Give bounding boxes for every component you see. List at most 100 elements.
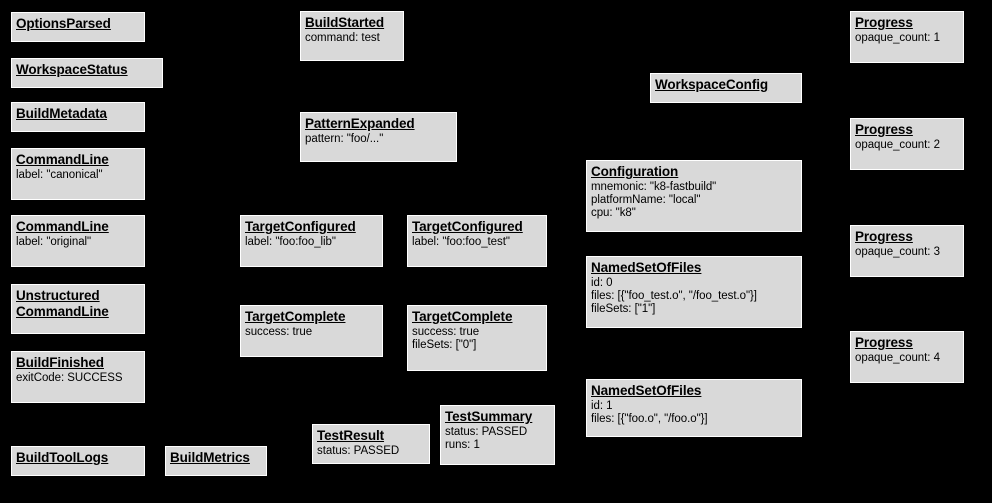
event-node-title: CommandLine bbox=[16, 152, 140, 168]
event-node-title: TestSummary bbox=[445, 409, 550, 425]
event-node-title-line: BuildToolLogs bbox=[16, 450, 109, 465]
event-node-title: TargetComplete bbox=[412, 309, 542, 325]
event-node-title: TestResult bbox=[317, 428, 425, 444]
event-node-field: status: PASSED bbox=[445, 425, 528, 438]
event-node-fields: label: "foo:foo_lib" bbox=[245, 236, 378, 249]
event-node-field: label: "canonical" bbox=[16, 168, 103, 181]
event-node-title-line: BuildMetadata bbox=[16, 106, 107, 121]
event-node-title-line: Progress bbox=[855, 122, 913, 137]
event-node-title-line: TargetComplete bbox=[412, 309, 513, 324]
event-node-title-line: TargetConfigured bbox=[412, 219, 523, 234]
event-node-options-parsed[interactable]: OptionsParsed bbox=[11, 12, 145, 42]
event-node-title-line: Unstructured bbox=[16, 288, 100, 303]
event-node-test-result[interactable]: TestResult status: PASSED bbox=[312, 424, 430, 464]
event-node-title: OptionsParsed bbox=[16, 16, 140, 32]
event-node-title-line: CommandLine bbox=[16, 152, 109, 167]
event-node-fields: mnemonic: "k8-fastbuild"platformName: "l… bbox=[591, 181, 797, 221]
event-node-target-configured-lib[interactable]: TargetConfigured label: "foo:foo_lib" bbox=[240, 215, 383, 267]
event-node-field: pattern: "foo/..." bbox=[305, 132, 384, 145]
event-node-title-line: Progress bbox=[855, 15, 913, 30]
event-node-field: files: [{"foo_test.o", "/foo_test.o"}] bbox=[591, 289, 757, 302]
event-node-field: opaque_count: 4 bbox=[855, 351, 940, 364]
event-node-fields: opaque_count: 3 bbox=[855, 246, 959, 259]
event-node-build-metadata[interactable]: BuildMetadata bbox=[11, 102, 145, 132]
event-node-field: cpu: "k8" bbox=[591, 207, 636, 220]
event-node-title-line: WorkspaceConfig bbox=[655, 77, 769, 92]
event-node-title: BuildMetrics bbox=[170, 450, 262, 466]
event-node-title: Progress bbox=[855, 335, 959, 351]
event-node-field: fileSets: ["1"] bbox=[591, 303, 656, 316]
event-node-field: fileSets: ["0"] bbox=[412, 338, 477, 351]
event-node-title: TargetConfigured bbox=[245, 219, 378, 235]
event-node-build-started[interactable]: BuildStarted command: test bbox=[300, 11, 404, 61]
event-node-title: WorkspaceConfig bbox=[655, 77, 797, 93]
event-node-fields: command: test bbox=[305, 32, 399, 45]
event-node-field: id: 1 bbox=[591, 399, 613, 412]
event-node-title: Progress bbox=[855, 15, 959, 31]
event-node-fields: opaque_count: 2 bbox=[855, 139, 959, 152]
event-node-build-metrics[interactable]: BuildMetrics bbox=[165, 446, 267, 476]
event-node-title: NamedSetOfFiles bbox=[591, 260, 797, 276]
event-node-workspace-status[interactable]: WorkspaceStatus bbox=[11, 58, 163, 88]
event-node-title: BuildToolLogs bbox=[16, 450, 140, 466]
event-node-field: mnemonic: "k8-fastbuild" bbox=[591, 180, 717, 193]
event-node-field: files: [{"foo.o", "/foo.o"}] bbox=[591, 412, 708, 425]
event-node-title-line: TestResult bbox=[317, 428, 385, 443]
event-node-field: success: true bbox=[245, 325, 313, 338]
event-node-fields: label: "canonical" bbox=[16, 169, 140, 182]
event-node-title-line: TargetComplete bbox=[245, 309, 346, 324]
event-node-fields: opaque_count: 1 bbox=[855, 32, 959, 45]
event-node-title-line: CommandLine bbox=[16, 303, 109, 319]
event-node-fields: opaque_count: 4 bbox=[855, 352, 959, 365]
event-node-workspace-config[interactable]: WorkspaceConfig bbox=[650, 73, 802, 103]
event-node-title: BuildMetadata bbox=[16, 106, 140, 122]
event-node-build-tool-logs[interactable]: BuildToolLogs bbox=[11, 446, 145, 476]
event-node-title: NamedSetOfFiles bbox=[591, 383, 797, 399]
event-node-title: BuildStarted bbox=[305, 15, 399, 31]
event-node-field: runs: 1 bbox=[445, 438, 480, 451]
event-node-title: PatternExpanded bbox=[305, 116, 452, 132]
event-node-title-line: Configuration bbox=[591, 164, 679, 179]
event-node-title: Configuration bbox=[591, 164, 797, 180]
event-node-title-line: WorkspaceStatus bbox=[16, 62, 128, 77]
event-node-field: opaque_count: 1 bbox=[855, 31, 940, 44]
event-node-configuration[interactable]: Configuration mnemonic: "k8-fastbuild"pla… bbox=[586, 160, 802, 232]
event-node-fields: status: PASSED bbox=[317, 445, 425, 458]
event-node-progress-2[interactable]: Progress opaque_count: 2 bbox=[850, 118, 964, 170]
event-node-title-line: Progress bbox=[855, 229, 913, 244]
event-node-title-line: TargetConfigured bbox=[245, 219, 356, 234]
event-node-title-line: BuildStarted bbox=[305, 15, 385, 30]
event-node-title: Progress bbox=[855, 122, 959, 138]
event-node-fields: pattern: "foo/..." bbox=[305, 133, 452, 146]
event-node-title: BuildFinished bbox=[16, 355, 140, 371]
event-node-fields: label: "foo:foo_test" bbox=[412, 236, 542, 249]
event-node-fields: success: true bbox=[245, 326, 378, 339]
event-node-field: label: "original" bbox=[16, 235, 92, 248]
event-node-title-line: BuildMetrics bbox=[170, 450, 250, 465]
event-node-field: label: "foo:foo_test" bbox=[412, 235, 510, 248]
event-node-field: opaque_count: 3 bbox=[855, 245, 940, 258]
event-node-title-line: OptionsParsed bbox=[16, 16, 111, 31]
event-node-field: exitCode: SUCCESS bbox=[16, 371, 123, 384]
event-node-title: TargetConfigured bbox=[412, 219, 542, 235]
